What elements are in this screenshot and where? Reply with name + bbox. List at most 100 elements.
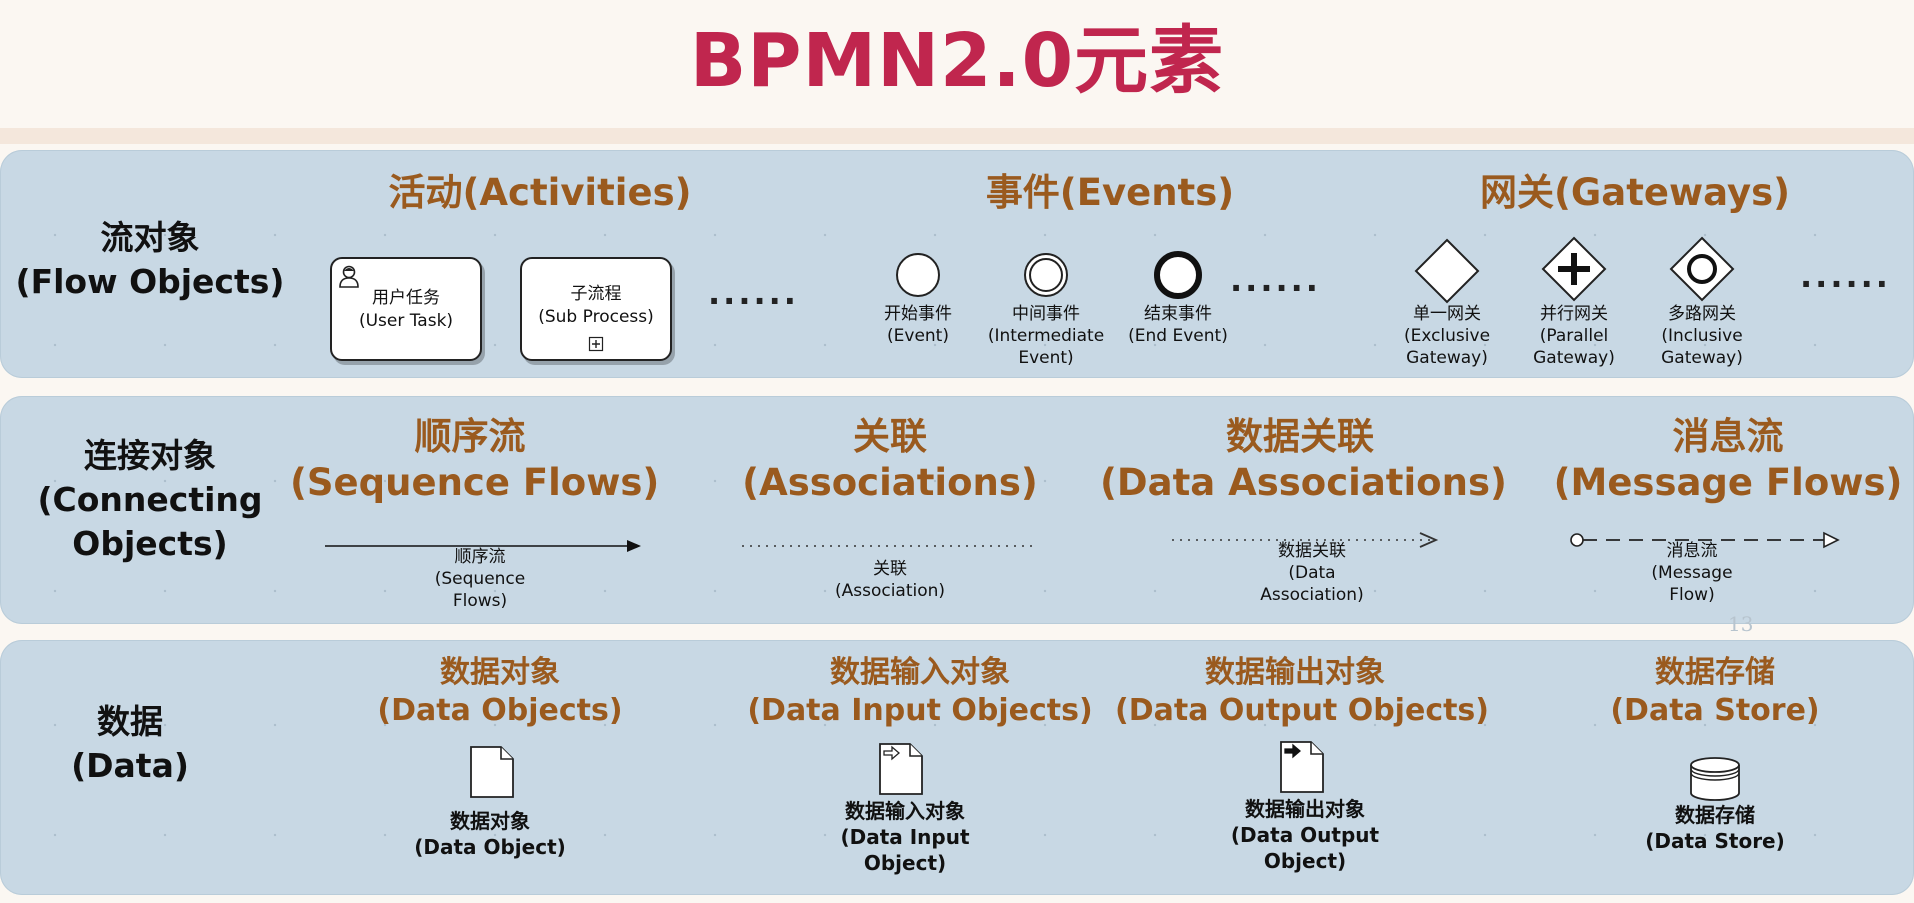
row-label-line: 流对象	[100, 218, 200, 257]
data-band	[0, 640, 1914, 895]
label-line: (Data Output	[1230, 823, 1380, 847]
end-event-label: 结束事件 (End Event)	[1118, 303, 1238, 347]
row-label-flow-objects: 流对象 (Flow Objects)	[0, 216, 300, 304]
activities-heading: 活动(Activities)	[388, 171, 692, 214]
user-task-label: 用户任务 (User Task)	[332, 287, 480, 333]
label-line: (Association)	[834, 581, 946, 601]
heading-line: 数据关联	[1226, 415, 1374, 458]
label-line: (End Event)	[1128, 326, 1228, 346]
heading-line: (Data Associations)	[1100, 461, 1507, 504]
heading-line: 关联	[853, 415, 927, 458]
label-line: 消息流	[1666, 541, 1718, 561]
inclusive-gateway-label: 多路网关 (Inclusive Gateway)	[1642, 303, 1762, 369]
page-title: BPMN2.0元素	[689, 18, 1225, 104]
associations-heading: 关联 (Associations)	[720, 414, 1060, 506]
label-line: 用户任务	[372, 288, 440, 308]
association-label: 关联 (Association)	[810, 558, 970, 602]
data-association-arrow-icon	[1172, 532, 1439, 548]
intermediate-event-icon	[1024, 253, 1068, 297]
heading-line: (Data Input Objects)	[747, 693, 1093, 728]
label-line: 数据输入对象	[845, 799, 965, 823]
start-event-icon	[896, 253, 940, 297]
label-line: (Event)	[887, 326, 949, 346]
sub-process-shape: 子流程 (Sub Process)	[520, 257, 672, 361]
heading-line: 顺序流	[414, 415, 526, 458]
title-divider	[0, 128, 1914, 144]
row-label-connecting-objects: 连接对象 (Connecting Objects)	[0, 434, 300, 566]
data-store-label: 数据存储 (Data Store)	[1620, 802, 1810, 854]
message-flow-label: 消息流 (Message Flow)	[1612, 540, 1772, 606]
label-line: (Data Store)	[1645, 829, 1785, 853]
label-line: 多路网关	[1668, 304, 1736, 324]
label-line: 并行网关	[1540, 304, 1608, 324]
label-line: 单一网关	[1413, 304, 1481, 324]
row-label-line: (Flow Objects)	[15, 262, 285, 301]
label-line: Gateway)	[1533, 348, 1615, 368]
collapsed-plus-icon	[588, 336, 604, 352]
data-output-label: 数据输出对象 (Data Output Object)	[1205, 796, 1405, 874]
message-flows-heading: 消息流 (Message Flows)	[1545, 414, 1911, 506]
data-output-icon	[1280, 741, 1324, 793]
sequence-flows-heading: 顺序流 (Sequence Flows)	[290, 414, 660, 506]
label-line: (Intermediate	[987, 326, 1105, 346]
row-label-line: Objects)	[72, 524, 228, 563]
message-flow-arrow-icon	[1570, 531, 1840, 549]
label-line: (User Task)	[358, 311, 454, 331]
parallel-gateway-icon	[1541, 236, 1607, 302]
user-task-shape: 用户任务 (User Task)	[330, 257, 482, 361]
row-label-data: 数据 (Data)	[0, 700, 260, 788]
label-line: Gateway)	[1406, 348, 1488, 368]
label-line: (Data	[1288, 563, 1336, 583]
heading-line: (Data Store)	[1610, 693, 1820, 728]
label-line: (Data Input	[840, 825, 970, 849]
label-line: Object)	[863, 851, 947, 875]
label-line: (Sub Process)	[538, 307, 654, 327]
label-line: (Data Object)	[414, 835, 566, 859]
heading-line: 数据输出对象	[1205, 655, 1385, 690]
data-object-label: 数据对象 (Data Object)	[390, 808, 590, 860]
row-label-line: 连接对象	[84, 436, 216, 475]
page-number: 13	[1728, 612, 1754, 636]
label-line: 子流程	[570, 284, 622, 304]
row-label-line: 数据	[97, 702, 163, 741]
heading-line: (Associations)	[742, 461, 1038, 504]
label-line: (Parallel	[1539, 326, 1609, 346]
label-line: Event)	[1018, 348, 1074, 368]
data-associations-heading: 数据关联 (Data Associations)	[1100, 414, 1507, 506]
heading-line: 数据存储	[1655, 655, 1775, 690]
label-line: Gateway)	[1661, 348, 1743, 368]
label-line: 开始事件	[884, 304, 952, 324]
sequence-flow-label: 顺序流 (Sequence Flows)	[400, 546, 560, 612]
data-input-icon	[879, 743, 923, 795]
label-line: (Inclusive	[1661, 326, 1743, 346]
row-label-line: (Data)	[71, 746, 189, 785]
heading-line: (Message Flows)	[1553, 461, 1903, 504]
label-line: 数据存储	[1675, 803, 1755, 827]
heading-line: (Data Output Objects)	[1115, 693, 1490, 728]
events-heading: 事件(Events)	[985, 171, 1235, 214]
start-event-label: 开始事件 (Event)	[858, 303, 978, 347]
activities-more-ellipsis: ......	[708, 274, 799, 312]
connecting-objects-band	[0, 396, 1914, 624]
label-line: Flows)	[452, 591, 508, 611]
label-line: Association)	[1260, 585, 1364, 605]
heading-line: 消息流	[1672, 415, 1784, 458]
heading-line: 数据对象	[440, 655, 560, 690]
events-more-ellipsis: ......	[1230, 261, 1321, 299]
heading-line: (Data Objects)	[377, 693, 623, 728]
label-line: (Message	[1651, 563, 1733, 583]
parallel-gateway-label: 并行网关 (Parallel Gateway)	[1514, 303, 1634, 369]
heading-line: 数据输入对象	[830, 655, 1010, 690]
heading-line: (Sequence Flows)	[290, 461, 660, 504]
association-line-icon	[742, 545, 1038, 547]
row-label-line: (Connecting	[37, 480, 263, 519]
label-line: (Exclusive	[1403, 326, 1491, 346]
data-input-label: 数据输入对象 (Data Input Object)	[810, 798, 1000, 876]
label-line: 数据对象	[450, 809, 530, 833]
intermediate-event-label: 中间事件 (Intermediate Event)	[966, 303, 1126, 369]
gateways-more-ellipsis: ......	[1800, 257, 1891, 295]
label-line: 结束事件	[1144, 304, 1212, 324]
label-line: Object)	[1263, 849, 1347, 873]
label-line: 顺序流	[454, 547, 506, 567]
exclusive-gateway-label: 单一网关 (Exclusive Gateway)	[1387, 303, 1507, 369]
